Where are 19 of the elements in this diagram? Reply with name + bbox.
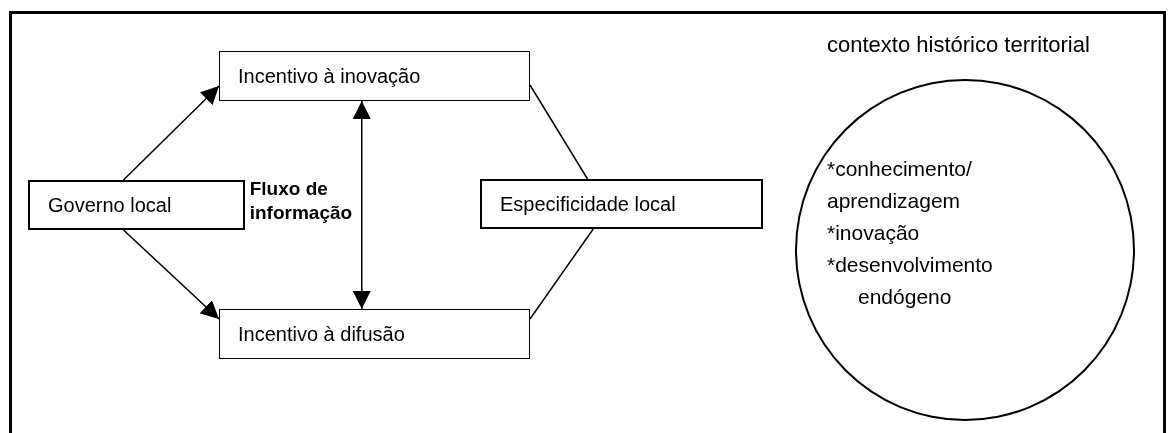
list-item: *desenvolvimento endógeno — [827, 252, 994, 310]
frame-heading: contexto histórico territorial — [827, 32, 1090, 58]
list-item: *inovação — [827, 220, 921, 246]
arrow — [122, 229, 220, 320]
arrow — [122, 85, 220, 181]
process-box — [219, 51, 530, 101]
process-box — [480, 179, 763, 229]
context-circle — [795, 79, 1135, 421]
box-label: Incentivo à inovação — [238, 64, 421, 88]
connector-line — [529, 84, 589, 180]
list-item: *conhecimento/ aprendizagem — [827, 156, 973, 214]
process-box — [219, 309, 530, 359]
connector-line — [529, 228, 594, 320]
box-label: Especificidade local — [500, 192, 676, 216]
box-label: Governo local — [48, 193, 172, 217]
arrow — [352, 100, 371, 310]
box-label: Incentivo à difusão — [238, 322, 405, 346]
context-frame — [9, 11, 1166, 433]
process-box — [28, 180, 245, 230]
